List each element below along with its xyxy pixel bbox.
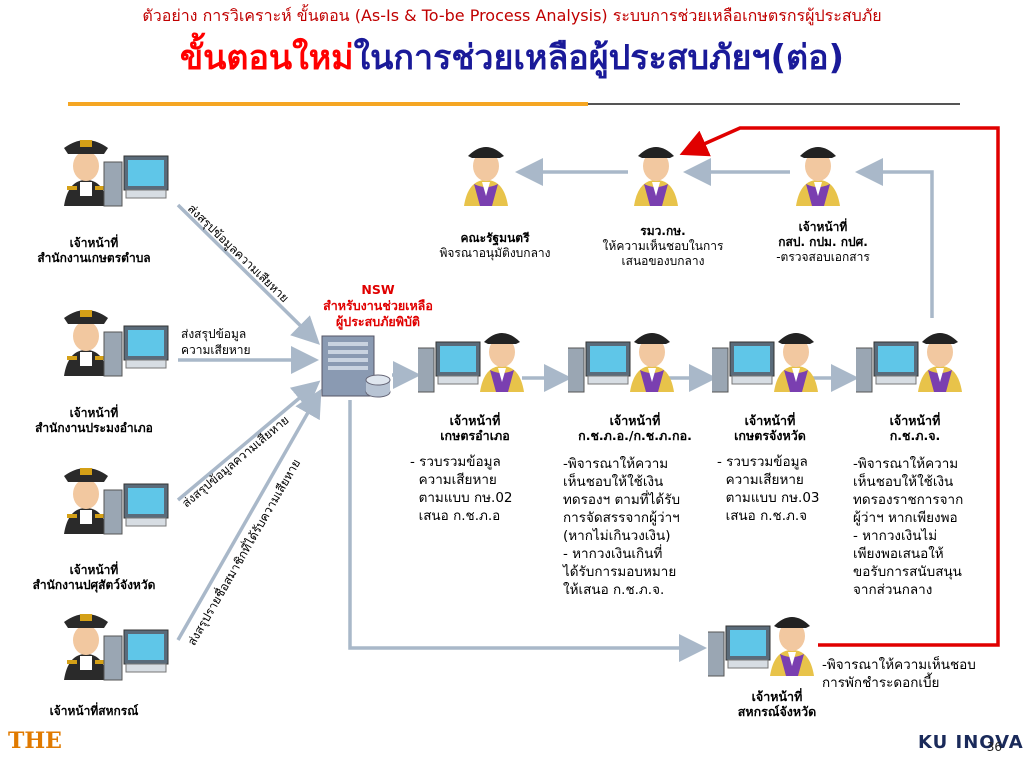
title-underline-dark [588,103,960,105]
coop-province-desc: -พิจารณาให้ความเห็นชอบ การพักชำระดอกเบี้… [822,657,976,691]
ku-inova-logo: KU INOVA [918,732,1024,753]
arrow-kchpj-up [855,158,934,318]
left-label-2-org: สำนักงานประมงอำเภอ [35,421,153,435]
ampoe-desc: - รวบรวมข้อมูล ความเสียหาย ตามแบบ กษ.02 … [410,454,513,524]
ampoe-title: เจ้าหน้าที่ เกษตรอำเภอ [440,413,510,443]
ampoe-icon [415,320,538,400]
slide-title: ขั้นตอนใหม่ในการช่วยเหลือผู้ประสบภัยฯ(ต่… [0,30,1024,84]
coop-province-title: เจ้าหน้าที่ สหกรณ์จังหวัด [737,689,817,719]
nsw-label-line2: สำหรับงานช่วยเหลือ [323,298,433,313]
minister-icon [628,134,688,214]
cabinet-label: คณะรัฐมนตรีพิจรณาอนุมัติงบกลาง [420,231,570,261]
cabinet-desc: พิจรณาอนุมัติงบกลาง [439,246,551,260]
nsw-label-line1: NSW [361,282,395,297]
province-icon [709,320,832,400]
minister-title: รมว.กษ. [640,224,686,238]
left-label-4-role: เจ้าหน้าที่สหกรณ์ [49,704,139,718]
left-label-1-org: สำนักงานเกษตรตำบล [37,251,151,265]
left-label-2: เจ้าหน้าที่สำนักงานประมงอำเภอ [8,406,180,436]
arrow-left4-nsw [176,388,322,641]
dept-icon [790,134,850,214]
dept-desc: -ตรวจสอบเอกสาร [776,250,870,264]
slide-subtitle: ตัวอย่าง การวิเคราะห์ ขั้นตอน (As-Is & T… [142,6,882,25]
arrow-nsw-coop [348,400,707,662]
kchpj-title: เจ้าหน้าที่ ก.ช.ภ.จ. [889,413,941,443]
coop-icon [705,604,828,684]
arrow-left1-nsw [176,203,320,345]
officer-1-icon [58,134,178,214]
page-number: 36 [986,740,1002,754]
minister-desc: ให้ความเห็นชอบในการ เสนอของบกลาง [602,239,724,268]
arrow-left3-nsw [176,380,321,502]
province-title: เจ้าหน้าที่ เกษตรจังหวัด [734,413,806,443]
the-logo: THE [8,728,62,754]
kchpa-desc: -พิจารณาให้ความ เห็นชอบให้ใช้เงิน ทดรองฯ… [563,456,681,598]
dept-title: เจ้าหน้าที่ กสป. กปม. กปศ. [778,220,868,249]
left-label-2-role: เจ้าหน้าที่ [69,406,119,420]
left-label-3-role: เจ้าหน้าที่ [69,563,119,577]
nsw-label-line3: ผู้ประสบภัยพิบัติ [335,314,421,329]
red-escalation-line [679,126,1000,647]
cabinet-icon [458,134,518,214]
kchpa-title: เจ้าหน้าที่ ก.ช.ภ.อ./ก.ช.ภ.กอ. [578,413,692,443]
kchpa-icon [565,320,688,400]
left-label-3-org: สำนักงานปศุสัตว์จังหวัด [32,578,156,592]
kchpj-desc: -พิจารณาให้ความ เห็นชอบให้ใช้เงิน ทดรองร… [853,456,964,598]
nsw-server-icon [321,335,391,398]
left-label-4: เจ้าหน้าที่สหกรณ์ [8,704,180,719]
title-red-part: ขั้นตอนใหม่ [179,38,354,78]
province-desc: - รวบรวมข้อมูล ความเสียหาย ตามแบบ กษ.03 … [717,454,820,524]
dept-label: เจ้าหน้าที่ กสป. กปม. กปศ. -ตรวจสอบเอกสา… [758,220,888,265]
title-underline-orange [68,102,588,106]
left-label-3: เจ้าหน้าที่สำนักงานปศุสัตว์จังหวัด [8,563,180,593]
left-label-1-role: เจ้าหน้าที่ [69,236,119,250]
officer-3-icon [58,462,178,542]
kchpj-icon [853,320,976,400]
title-blue-part: ในการช่วยเหลือผู้ประสบภัยฯ(ต่อ) [353,38,845,78]
minister-label: รมว.กษ. ให้ความเห็นชอบในการ เสนอของบกลาง [582,224,744,269]
left-label-1: เจ้าหน้าที่สำนักงานเกษตรตำบล [8,236,180,266]
nsw-label: NSW สำหรับงานช่วยเหลือ ผู้ประสบภัยพิบัติ [290,282,466,330]
officer-2-icon [58,304,178,384]
cabinet-title: คณะรัฐมนตรี [460,231,530,245]
officer-4-icon [58,608,178,688]
arrow-label-2: ส่งสรุปข้อมูล ความเสียหาย [181,327,251,357]
